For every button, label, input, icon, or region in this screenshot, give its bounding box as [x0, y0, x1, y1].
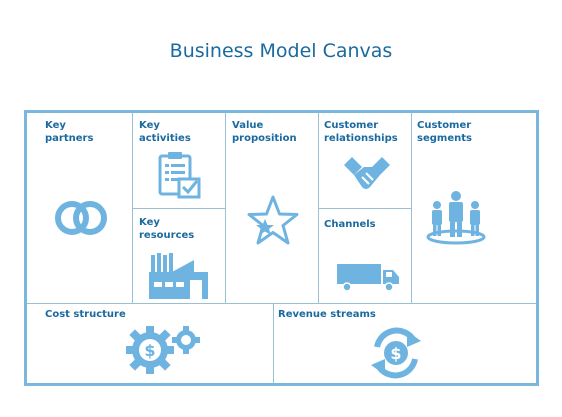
- value-proposition-label: Value proposition: [232, 120, 297, 144]
- customer-segments-label: Customer segments: [417, 120, 472, 144]
- factory-icon: [149, 253, 208, 299]
- business-model-canvas: Key partners Key activities Key resource…: [24, 110, 539, 386]
- dollar-cycle-icon: $: [371, 327, 421, 379]
- key-resources-label: Key resources: [139, 217, 195, 241]
- divider: [225, 113, 226, 303]
- cost-structure-label: Cost structure: [45, 309, 126, 320]
- truck-icon: [337, 264, 399, 292]
- revenue-streams-label: Revenue streams: [278, 309, 376, 320]
- people-group-icon: [426, 191, 486, 245]
- key-activities-label: Key activities: [139, 120, 191, 144]
- divider: [318, 208, 411, 209]
- divider: [411, 113, 412, 303]
- checklist-icon: [158, 152, 201, 199]
- divider: [132, 208, 225, 209]
- gears-dollar-icon: $: [126, 326, 200, 374]
- key-partners-label: Key partners: [45, 120, 94, 144]
- page-title: Business Model Canvas: [169, 40, 393, 62]
- svg-text:$: $: [390, 344, 401, 363]
- channels-label: Channels: [324, 219, 376, 230]
- divider: [27, 303, 536, 304]
- customer-relationships-label: Customer relationships: [324, 120, 398, 144]
- svg-text:$: $: [144, 341, 155, 360]
- divider: [273, 303, 274, 383]
- handshake-icon: [344, 157, 390, 189]
- interlocked-rings-icon: [55, 201, 107, 235]
- star-icon: [247, 195, 299, 245]
